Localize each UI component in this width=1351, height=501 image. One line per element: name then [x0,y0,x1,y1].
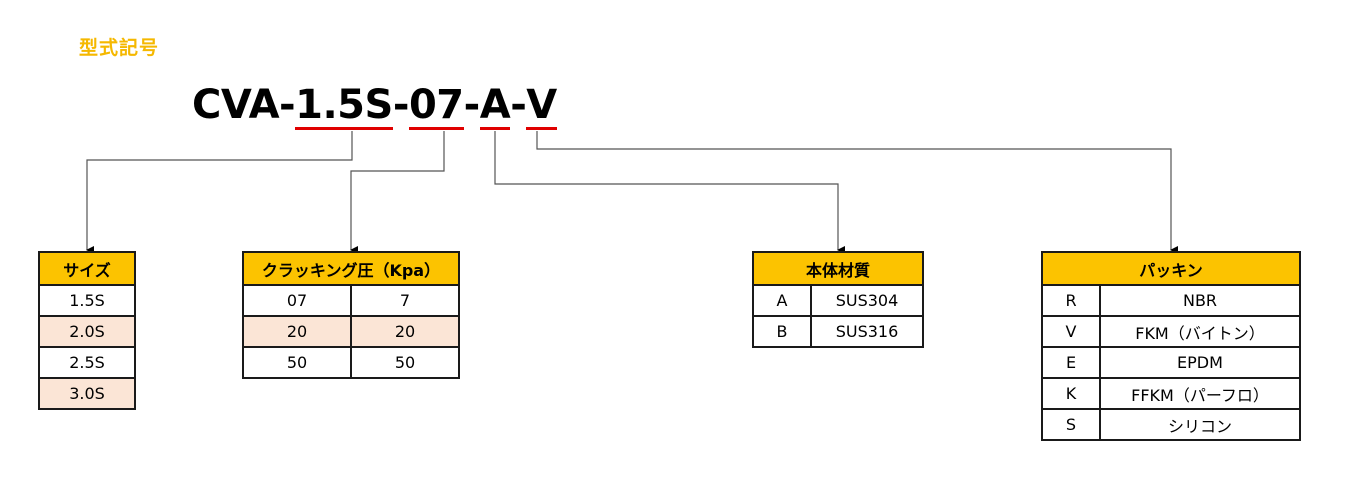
table-cell: 07 [242,284,352,317]
table-cell: K [1041,377,1101,410]
connector-packing [536,131,1178,254]
table-header: 本体材質 [751,251,925,286]
table-cell: 1.5S [38,284,136,317]
table-header: クラッキング圧（Kpa） [241,251,461,286]
model-code-field: V [526,82,557,130]
model-code-separator: - [392,82,410,128]
model-code-field: A [479,82,511,130]
table-cell: A [752,284,812,317]
table-header: パッキン [1041,251,1301,286]
table-cell: 20 [242,315,352,348]
table-cell: V [1041,315,1101,348]
table-cell: SUS304 [809,284,925,317]
table-cell: NBR [1099,284,1301,317]
table-cell: 2.5S [38,346,136,379]
model-code-field: 07 [408,82,464,130]
connector-size [86,131,353,254]
table-header: サイズ [38,251,136,286]
table-row: 1.5S [38,284,136,317]
table-cell: 20 [349,315,461,348]
table-cell: 50 [242,346,352,379]
connector-body-material [494,131,845,254]
table-row: 2.5S [38,346,136,379]
table-cell: 50 [349,346,461,379]
model-code-field: 1.5S [295,82,393,130]
table-cell: EPDM [1099,346,1301,379]
table-cell: E [1041,346,1101,379]
table-cell: 3.0S [38,377,136,410]
table-cell: 2.0S [38,315,136,348]
table-cell: R [1041,284,1101,317]
table-row: 2.0S [38,315,136,348]
table-cell: 7 [349,284,461,317]
table-cell: シリコン [1099,408,1301,441]
diagram-heading: 型式記号 [79,37,160,59]
model-code-separator: CVA- [192,82,296,128]
table-cell: S [1041,408,1101,441]
model-code-separator: - [463,82,481,128]
table-cell: FFKM（パーフロ） [1099,377,1301,410]
table-cell: B [752,315,812,348]
table-cell: FKM（バイトン） [1099,315,1301,348]
model-code-separator: - [510,82,527,128]
table-cell: SUS316 [809,315,925,348]
model-code: CVA-1.5S-07-A-V [192,80,557,130]
connector-cracking-pressure [350,131,445,254]
table-row: 3.0S [38,377,136,410]
